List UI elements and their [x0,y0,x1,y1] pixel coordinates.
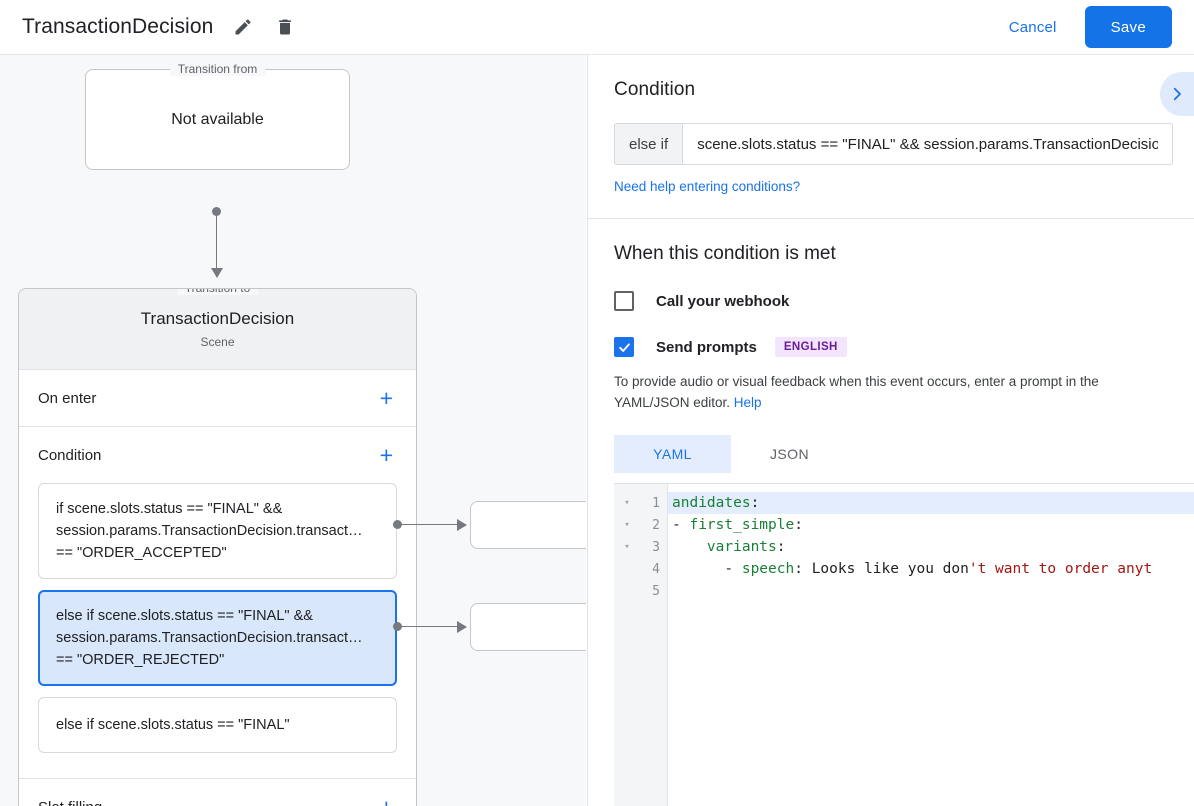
transition-from-node[interactable]: Transition from Not available [85,62,350,170]
line-number: 5 [652,583,660,599]
condition-help-link[interactable]: Need help entering conditions? [614,179,801,194]
transition-from-legend: Transition from [169,62,266,76]
code-token: speech [741,561,795,577]
condition-expression-input[interactable] [683,124,1172,164]
code-token: : [794,517,803,533]
code-line[interactable] [668,580,1194,602]
editor-code-area[interactable]: andidates:- first_simple: variants: - sp… [668,484,1194,806]
gutter-row: 4 [614,558,667,580]
fold-toggle-icon[interactable]: ▾ [624,520,630,530]
language-badge: ENGLISH [774,337,847,357]
code-token [672,539,707,555]
send-prompts-checkbox[interactable] [614,337,634,357]
condition-heading: Condition [614,79,696,100]
section-slot-filling-header: Slot filling + [19,779,416,806]
details-pane: Condition else if Need help entering con… [587,55,1194,806]
code-token: variants [706,539,777,555]
edit-name-button[interactable] [231,15,255,39]
gutter-row: ▾3 [614,536,667,558]
collapse-panel-button[interactable] [1160,72,1194,116]
tab-yaml[interactable]: YAML [614,435,731,473]
code-token: Looks like you don [811,561,969,577]
condition-chip-rejected[interactable]: else if scene.slots.status == "FINAL" &&… [38,590,397,686]
add-condition-button[interactable]: + [379,441,393,468]
add-on-enter-button[interactable]: + [379,384,393,411]
fold-toggle-icon[interactable]: ▾ [624,498,630,508]
code-token: : [750,495,760,511]
code-token: : [776,539,786,555]
call-webhook-row[interactable]: Call your webhook [614,291,1168,311]
top-app-bar: TransactionDecision Cancel Save [0,0,1194,55]
section-on-enter-header: On enter + [19,370,416,426]
delete-button[interactable] [273,15,297,39]
scene-card-header[interactable]: TransactionDecision Scene [19,289,416,370]
add-slot-filling-button[interactable]: + [376,794,397,806]
code-token: : [794,561,812,577]
send-prompts-label: Send prompts [656,338,757,356]
prompts-help-link[interactable]: Help [733,395,762,410]
checkmark-icon [617,340,632,355]
scene-name: TransactionDecision [140,309,295,328]
condition-connector-line-rejected [397,626,459,627]
code-token: first_simple [689,517,795,533]
prompts-helper-text: To provide audio or visual feedback when… [614,371,1168,413]
condition-section: Condition else if Need help entering con… [588,55,1194,219]
call-webhook-checkbox[interactable] [614,291,634,311]
condition-chip-accepted[interactable]: if scene.slots.status == "FINAL" && sess… [38,483,397,579]
section-condition: Condition + if scene.slots.status == "FI… [19,427,416,779]
page-title: TransactionDecision [22,15,214,38]
target-stub-rejected[interactable] [470,603,586,651]
section-slot-filling-title: Slot filling [38,799,102,806]
transition-to-node: Transition to TransactionDecision Scene … [18,288,417,806]
section-on-enter-title: On enter [38,389,97,407]
condition-connector-line-accepted [397,524,459,525]
line-number: 4 [652,561,660,577]
tab-json[interactable]: JSON [731,435,848,473]
section-on-enter: On enter + [19,370,416,427]
when-condition-met-heading: When this condition is met [614,243,836,264]
transition-from-value: Not available [171,110,264,128]
code-token: - [672,517,690,533]
line-number: 1 [652,495,660,511]
condition-connector-arrow-rejected [457,621,467,633]
condition-connector-arrow-accepted [457,519,467,531]
when-condition-met-section: When this condition is met Call your web… [588,219,1194,806]
target-stub-accepted[interactable] [470,501,586,549]
condition-prefix-label: else if [615,124,684,164]
section-condition-header: Condition + [19,427,416,483]
pencil-icon [233,17,253,37]
section-slot-filling: Slot filling + Slot validation [19,779,416,806]
scene-type: Scene [200,335,235,349]
send-prompts-row[interactable]: Send prompts ENGLISH [614,337,1168,357]
prompts-helper-sentence: To provide audio or visual feedback when… [614,374,1099,410]
line-number: 2 [652,517,660,533]
condition-input-row[interactable]: else if [614,123,1173,165]
code-line[interactable]: - speech: Looks like you don't want to o… [668,558,1194,580]
cancel-button[interactable]: Cancel [993,9,1073,46]
editor-format-tabs: YAML JSON [614,435,1168,473]
gutter-row: ▾1 [614,492,667,514]
line-number: 3 [652,539,660,555]
section-condition-title: Condition [38,446,102,464]
chevron-right-icon [1168,85,1186,103]
save-button[interactable]: Save [1084,6,1172,48]
trash-icon [275,17,295,37]
code-line[interactable]: andidates: [668,492,1194,514]
gutter-row: 5 [614,580,667,602]
code-line[interactable]: variants: [668,536,1194,558]
edge-vertical-line [216,210,217,275]
code-token: - [672,561,742,577]
call-webhook-label: Call your webhook [656,292,790,310]
code-token: andidates [672,495,751,511]
gutter-row: ▾2 [614,514,667,536]
scene-graph-pane: Transition from Not available Transition… [0,55,586,806]
code-line[interactable]: - first_simple: [668,514,1194,536]
fold-toggle-icon[interactable]: ▾ [624,542,630,552]
code-token: 't want to order anyt [968,561,1153,577]
condition-chip-final[interactable]: else if scene.slots.status == "FINAL" [38,697,397,753]
transition-to-legend: Transition to [176,289,259,295]
edge-arrowhead-down [211,268,223,278]
